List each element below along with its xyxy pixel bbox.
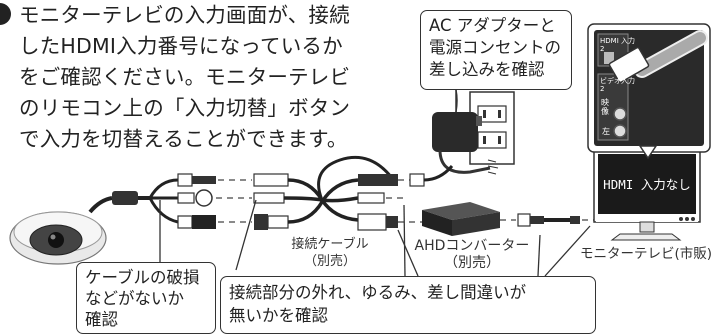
callout-damage-line-1: ケーブルの破損 (85, 268, 200, 287)
tv-monitor (593, 149, 701, 241)
hdmi-cable (500, 213, 594, 227)
instruction-line-3: をご確認ください。モニターテレビ (19, 65, 351, 89)
callout-connection-line-2: 無いかを確認 (229, 306, 328, 325)
callout-adapter-check: AC アダプターと 電源コンセントの 差し込みを確認 (420, 10, 572, 90)
dc-plug (409, 165, 454, 187)
label-cable-name: 接続ケーブル (291, 237, 369, 252)
ahd-converter (422, 202, 500, 236)
panel-video-jack-label: 映像 (601, 98, 609, 116)
panel-hdmi-number: 2 (600, 45, 605, 53)
instruction-line-1-text: モニターテレビの入力画面が、接続 (19, 3, 350, 27)
tv-screen-text: HDMI 入力なし (603, 177, 691, 192)
instruction-line-4: のリモコン上の「入力切替」ボタン (19, 96, 351, 120)
callout-adapter-line-1: AC アダプターと (429, 16, 556, 35)
camera-pigtail (88, 178, 179, 224)
callout-cable-damage: ケーブルの破損 などがないか 確認 (76, 262, 216, 334)
callout-adapter-line-3: 差し込みを確認 (429, 60, 545, 79)
callout-damage-line-2: などがないか (85, 289, 184, 308)
callout-damage-line-3: 確認 (85, 310, 118, 329)
instruction-line-1: モニターテレビの入力画面が、接続 (0, 0, 390, 31)
dashed-link-left (216, 179, 252, 223)
camera-connectors (177, 173, 216, 229)
label-converter-note: （別売） (444, 255, 500, 271)
instruction-line-2: したHDMI入力番号になっているか (19, 34, 343, 58)
connection-cable (253, 155, 398, 231)
panel-video-label: ビデオ入力 (600, 77, 635, 85)
instruction-line-5: で入力を切替えることができます。 (19, 127, 348, 151)
bullet-marker (0, 3, 11, 25)
label-monitor-tv: モニターテレビ(市販) (579, 246, 713, 262)
label-ahd-converter: AHDコンバーター （別売） (412, 238, 532, 272)
callout-connection-line-1: 接続部分の外れ、ゆるみ、差し間違いが (229, 283, 527, 302)
panel-video-number: 2 (600, 85, 605, 93)
callout-adapter-line-2: 電源コンセントの (429, 38, 561, 57)
panel-audio-jack-label: 左 (602, 127, 610, 136)
tv-terminal-panel (587, 23, 711, 160)
callout-connection-check: 接続部分の外れ、ゆるみ、差し間違いが 無いかを確認 (220, 276, 596, 334)
panel-hdmi-label: HDMI 入力 (600, 37, 635, 45)
instruction-text: モニターテレビの入力画面が、接続 したHDMI入力番号になっているか をご確認く… (0, 0, 390, 155)
dome-camera (9, 211, 107, 265)
label-cable-note: （別売） (303, 254, 356, 269)
label-converter-name: AHDコンバーター (414, 238, 530, 254)
dashed-link-middle (386, 179, 422, 223)
callout-leaders (159, 199, 591, 277)
label-connection-cable: 接続ケーブル （別売） (275, 236, 385, 270)
